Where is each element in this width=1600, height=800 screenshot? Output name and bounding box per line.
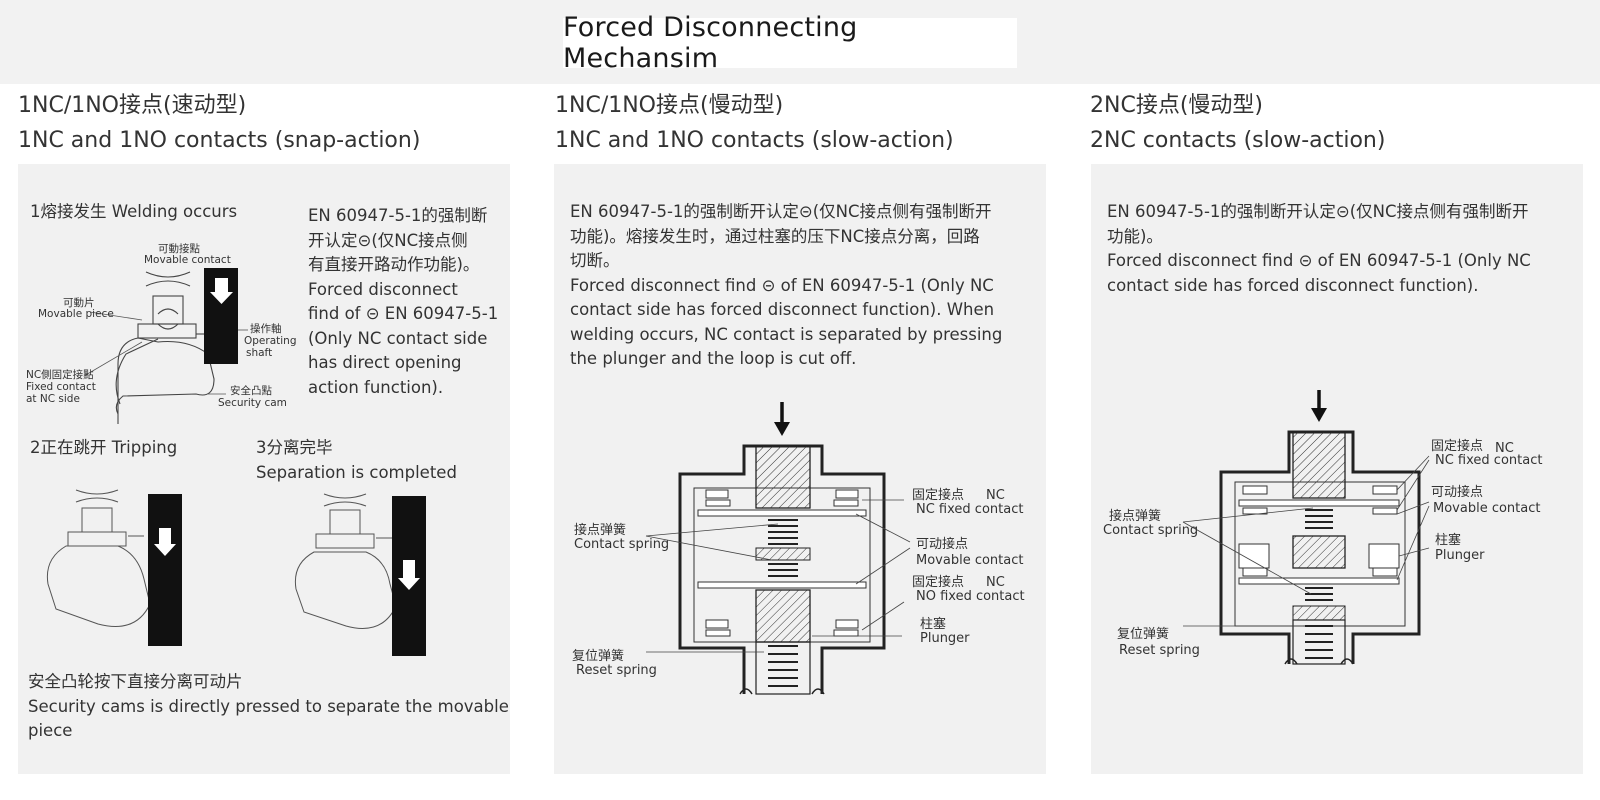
snap-tripping-diagram bbox=[46, 489, 182, 646]
step-separation-label: 3分离完毕 Separation is completed bbox=[256, 438, 457, 482]
heading-cn: 1NC/1NO接点(慢动型) bbox=[555, 93, 784, 118]
label-movable-en: Movable contact bbox=[916, 553, 1024, 568]
label-reset-spring-en: Reset spring bbox=[576, 663, 657, 678]
slow-description: EN 60947-5-1的强制断开认定⊝(仅NC接点侧有强制断开 功能)。熔接发… bbox=[570, 202, 1003, 368]
label-contact-spring-en: Contact spring bbox=[1103, 523, 1199, 538]
down-arrow-icon bbox=[1311, 408, 1327, 422]
label-plunger-en: Plunger bbox=[1435, 548, 1485, 563]
label-contact-spring-cn: 接点弹簧 bbox=[1109, 509, 1162, 524]
panel-2nc: EN 60947-5-1的强制断开认定⊝(仅NC接点侧有强制断开 功能)。 Fo… bbox=[1091, 164, 1583, 774]
label-fixed-en: NC fixed contact bbox=[1435, 453, 1543, 468]
label-reset-spring-cn: 复位弹簧 bbox=[1117, 627, 1170, 642]
snap-welding-diagram bbox=[83, 268, 248, 424]
label-fixed-bottom-tag: NC bbox=[986, 575, 1005, 590]
heading-en: 1NC and 1NO contacts (slow-action) bbox=[555, 128, 954, 153]
step-welding-label: 1熔接发生 Welding occurs bbox=[30, 202, 238, 221]
column-heading-snap: 1NC/1NO接点(速动型) 1NC and 1NO contacts (sna… bbox=[18, 88, 420, 158]
column-heading-slow: 1NC/1NO接点(慢动型) 1NC and 1NO contacts (slo… bbox=[555, 88, 954, 158]
panel-slow-action: EN 60947-5-1的强制断开认定⊝(仅NC接点侧有强制断开 功能)。熔接发… bbox=[554, 164, 1046, 774]
heading-en: 1NC and 1NO contacts (snap-action) bbox=[18, 128, 421, 153]
label-movable-cn: 可动接点 bbox=[1431, 485, 1484, 500]
label-fixed-bottom-cn: 固定接点 bbox=[912, 575, 965, 590]
2nc-description: EN 60947-5-1的强制断开认定⊝(仅NC接点侧有强制断开 功能)。 Fo… bbox=[1107, 202, 1531, 295]
label-fixed-top-cn: 固定接点 bbox=[912, 488, 965, 503]
slow-action-diagram bbox=[645, 402, 911, 695]
step-tripping-label: 2正在跳开 Tripping bbox=[30, 438, 178, 457]
label-plunger-cn: 柱塞 bbox=[920, 617, 947, 632]
label-plunger-en: Plunger bbox=[920, 631, 970, 646]
label-movable-en: Movable contact bbox=[1433, 501, 1541, 516]
heading-cn: 2NC接点(慢动型) bbox=[1090, 93, 1263, 118]
down-arrow-icon bbox=[398, 560, 420, 590]
label-contact-spring-cn: 接点弹簧 bbox=[574, 523, 627, 538]
label-contact-spring-en: Contact spring bbox=[574, 537, 670, 552]
label-fixed-cn: 固定接点 bbox=[1431, 439, 1484, 454]
label-fixed-top-tag: NC bbox=[986, 488, 1005, 503]
label-fixed-bottom-en: NO fixed contact bbox=[916, 589, 1025, 604]
page-title: Forced Disconnecting Mechansim bbox=[563, 12, 1017, 74]
panel-snap-action: 1熔接发生 Welding occurs EN 60947-5-1的强制断 开认… bbox=[18, 164, 510, 774]
label-fixed-contact-cn: NC側固定接點 bbox=[26, 369, 94, 381]
label-movable-contact-en: Movable contact bbox=[144, 254, 231, 266]
label-fixed-contact-en1: Fixed contact bbox=[26, 381, 96, 393]
label-movable-piece-cn: 可動片 bbox=[63, 297, 95, 309]
label-security-cam-en: Security cam bbox=[218, 397, 287, 409]
label-movable-cn: 可动接点 bbox=[916, 537, 969, 552]
label-reset-spring-cn: 复位弹簧 bbox=[572, 649, 625, 664]
label-operating-shaft-en2: shaft bbox=[246, 347, 273, 359]
down-arrow-icon bbox=[210, 278, 233, 304]
label-reset-spring-en: Reset spring bbox=[1119, 643, 1200, 658]
label-plunger-cn: 柱塞 bbox=[1435, 533, 1462, 548]
label-movable-piece-en: Movable piece bbox=[38, 308, 114, 320]
heading-en: 2NC contacts (slow-action) bbox=[1090, 128, 1386, 153]
down-arrow-icon bbox=[774, 422, 790, 436]
tripping-shaft-bar bbox=[148, 494, 182, 646]
label-operating-shaft-cn: 操作軸 bbox=[250, 323, 282, 335]
snap-description: EN 60947-5-1的强制断 开认定⊝(仅NC接点侧 有直接开路动作功能)。… bbox=[308, 206, 499, 397]
label-movable-contact-cn: 可動接點 bbox=[158, 243, 200, 255]
column-heading-2nc: 2NC接点(慢动型) 2NC contacts (slow-action) bbox=[1090, 88, 1385, 158]
down-arrow-icon bbox=[154, 528, 176, 556]
label-fixed-top-en: NC fixed contact bbox=[916, 502, 1024, 517]
label-security-cam-cn: 安全凸點 bbox=[230, 385, 272, 397]
label-fixed-tag: NC bbox=[1495, 441, 1514, 456]
snap-separated-diagram bbox=[294, 493, 426, 656]
snap-footer: 安全凸轮按下直接分离可动片 Security cams is directly … bbox=[28, 672, 509, 740]
heading-cn: 1NC/1NO接点(速动型) bbox=[18, 93, 247, 118]
label-fixed-contact-en2: at NC side bbox=[26, 393, 80, 405]
label-operating-shaft-en1: Operating bbox=[244, 335, 297, 347]
2nc-diagram bbox=[1182, 390, 1430, 665]
